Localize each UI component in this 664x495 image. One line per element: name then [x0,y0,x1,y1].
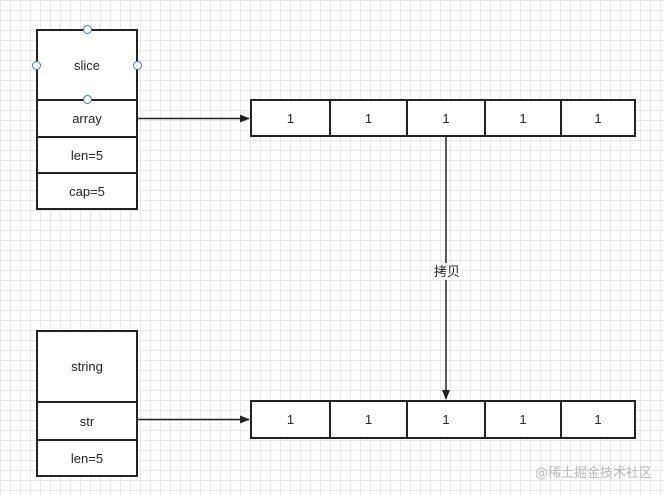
resize-handle-left[interactable] [32,61,41,70]
bottom-array-cell-4-value: 1 [519,412,527,427]
string-header-node[interactable]: string [36,330,138,403]
top-array-cell-1-value: 1 [286,110,295,126]
watermark: @稀土掘金技术社区 [534,466,652,481]
top-array-cell-4-value: 1 [519,110,527,126]
slice-field-array[interactable]: array [36,99,138,138]
slice-field-len-label: len=5 [70,147,104,163]
slice-field-array-label: array [72,111,102,126]
slice-header-label: slice [73,57,100,73]
slice-header-node[interactable]: slice [36,29,138,101]
bottom-array-cell-1-value: 1 [286,412,295,427]
slice-field-cap[interactable]: cap=5 [36,172,138,210]
bottom-array-cell-4[interactable]: 1 [484,400,562,439]
top-array-cell-5[interactable]: 1 [560,99,636,137]
string-field-str[interactable]: str [36,401,138,441]
bottom-array-cell-2[interactable]: 1 [329,400,408,439]
top-array-cell-3[interactable]: 1 [406,99,486,137]
bottom-array-cell-5[interactable]: 1 [560,400,636,439]
bottom-array-cell-2-value: 1 [364,412,373,427]
slice-field-cap-label: cap=5 [69,183,105,199]
top-array-cell-1[interactable]: 1 [250,99,331,137]
bottom-array-cell-3[interactable]: 1 [406,400,486,439]
string-field-str-label: str [79,413,95,429]
top-array-cell-4[interactable]: 1 [484,99,562,137]
resize-handle-bottom[interactable] [83,95,92,104]
top-array-cell-2[interactable]: 1 [329,99,408,137]
top-array-cell-3-value: 1 [442,110,450,126]
string-field-len-label: len=5 [70,450,104,466]
top-array-cell-2-value: 1 [364,110,373,126]
bottom-array-cell-5-value: 1 [594,412,602,427]
top-array-cell-5-value: 1 [594,110,602,126]
slice-field-len[interactable]: len=5 [36,136,138,174]
resize-handle-right[interactable] [133,61,142,70]
string-field-len[interactable]: len=5 [36,439,138,477]
resize-handle-top[interactable] [83,25,92,34]
bottom-array-cell-3-value: 1 [442,412,450,427]
bottom-array-cell-1[interactable]: 1 [250,400,331,439]
string-header-label: string [71,359,103,374]
copy-edge-label: 拷贝 [432,263,463,280]
